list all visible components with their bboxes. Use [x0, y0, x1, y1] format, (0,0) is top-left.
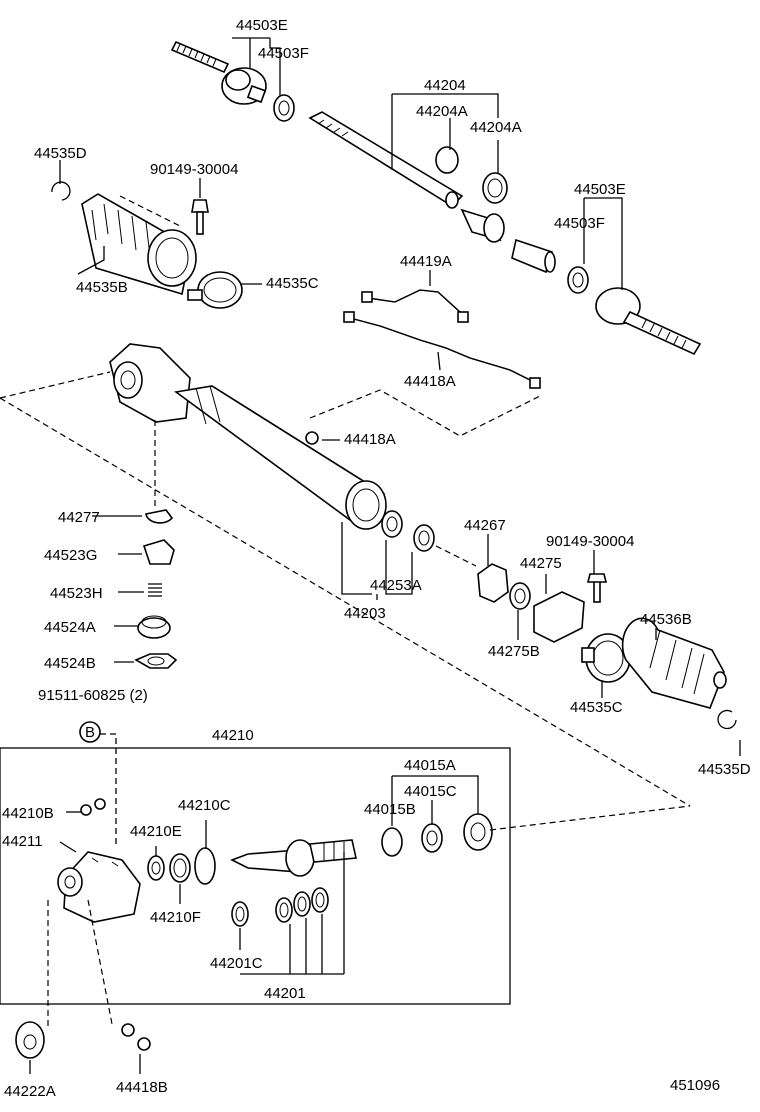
label-90149-right: 90149-30004 — [546, 533, 634, 550]
tie-rod-end-left — [170, 40, 267, 105]
label-44535B: 44535B — [76, 279, 128, 296]
pinion-shaft — [230, 839, 357, 877]
label-44275: 44275 — [520, 555, 562, 572]
label-44535C-top: 44535C — [266, 275, 319, 292]
boot-left — [81, 193, 197, 296]
label-44275B: 44275B — [488, 643, 540, 660]
label-44015C: 44015C — [404, 783, 457, 800]
label-44210E: 44210E — [130, 823, 182, 840]
label-44524B: 44524B — [44, 655, 96, 672]
label-44253A: 44253A — [370, 577, 422, 594]
label-44204A-2: 44204A — [470, 119, 522, 136]
label-44201: 44201 — [264, 985, 306, 1002]
label-B: B — [85, 724, 95, 741]
label-44015A: 44015A — [404, 757, 456, 774]
label-44523H: 44523H — [50, 585, 103, 602]
label-44503E-top: 44503E — [236, 17, 288, 34]
tie-rod-end-right — [595, 287, 702, 356]
pinion-side-parts — [0, 371, 691, 807]
label-44503F-top: 44503F — [258, 45, 309, 62]
label-44524A: 44524A — [44, 619, 96, 636]
clip-top-left — [51, 181, 71, 201]
label-44201C: 44201C — [210, 955, 263, 972]
bottom-leaders — [15, 733, 151, 1059]
label-44210B: 44210B — [2, 805, 54, 822]
label-44203: 44203 — [344, 605, 386, 622]
rack-end-parts — [460, 208, 556, 274]
label-44418B: 44418B — [116, 1079, 168, 1096]
lock-washer-right — [567, 266, 589, 294]
valve-small-parts — [80, 798, 216, 885]
steering-rack — [308, 111, 508, 209]
label-44418A-pipe: 44418A — [404, 373, 456, 390]
part-labels: 44503E 44503F 44204 44204A 44204A 44535D… — [2, 17, 751, 1100]
group-box — [0, 747, 511, 1005]
label-44419A: 44419A — [400, 253, 452, 270]
bolt-top — [191, 199, 209, 235]
rack-guide-parts — [477, 563, 608, 643]
feed-pipes — [343, 289, 541, 389]
label-44418A: 44418A — [344, 431, 396, 448]
rack-housing — [109, 343, 387, 530]
label-44204: 44204 — [424, 77, 466, 94]
label-44503F-right: 44503F — [554, 215, 605, 232]
label-44523G: 44523G — [44, 547, 97, 564]
label-44535D-top: 44535D — [34, 145, 87, 162]
lock-washer-top — [273, 94, 295, 122]
clamp-left — [187, 271, 243, 309]
diagram-id: 451096 — [670, 1077, 720, 1094]
ref-b-marker — [79, 721, 101, 743]
label-44210: 44210 — [212, 727, 254, 744]
label-leaders — [29, 37, 741, 1074]
label-44535C-right: 44535C — [570, 699, 623, 716]
label-44210C: 44210C — [178, 797, 231, 814]
label-44277: 44277 — [58, 509, 100, 526]
label-90149-top: 90149-30004 — [150, 161, 238, 178]
housing-seals — [381, 510, 477, 567]
pinion-seal-rings — [231, 887, 329, 927]
label-44210F: 44210F — [150, 909, 201, 926]
label-44222A: 44222A — [4, 1083, 56, 1100]
housing-leaders — [341, 522, 413, 600]
boot-right — [621, 617, 737, 730]
label-91511: 91511-60825 (2) — [38, 687, 148, 704]
valve-body — [57, 851, 141, 923]
label-44204A-1: 44204A — [416, 103, 468, 120]
label-44267: 44267 — [464, 517, 506, 534]
label-44503E-right: 44503E — [574, 181, 626, 198]
label-44211: 44211 — [2, 833, 43, 850]
label-44536B: 44536B — [640, 611, 692, 628]
label-44015B: 44015B — [364, 801, 416, 818]
upper-seal-parts — [381, 805, 691, 857]
label-44535D-right: 44535D — [698, 761, 751, 778]
